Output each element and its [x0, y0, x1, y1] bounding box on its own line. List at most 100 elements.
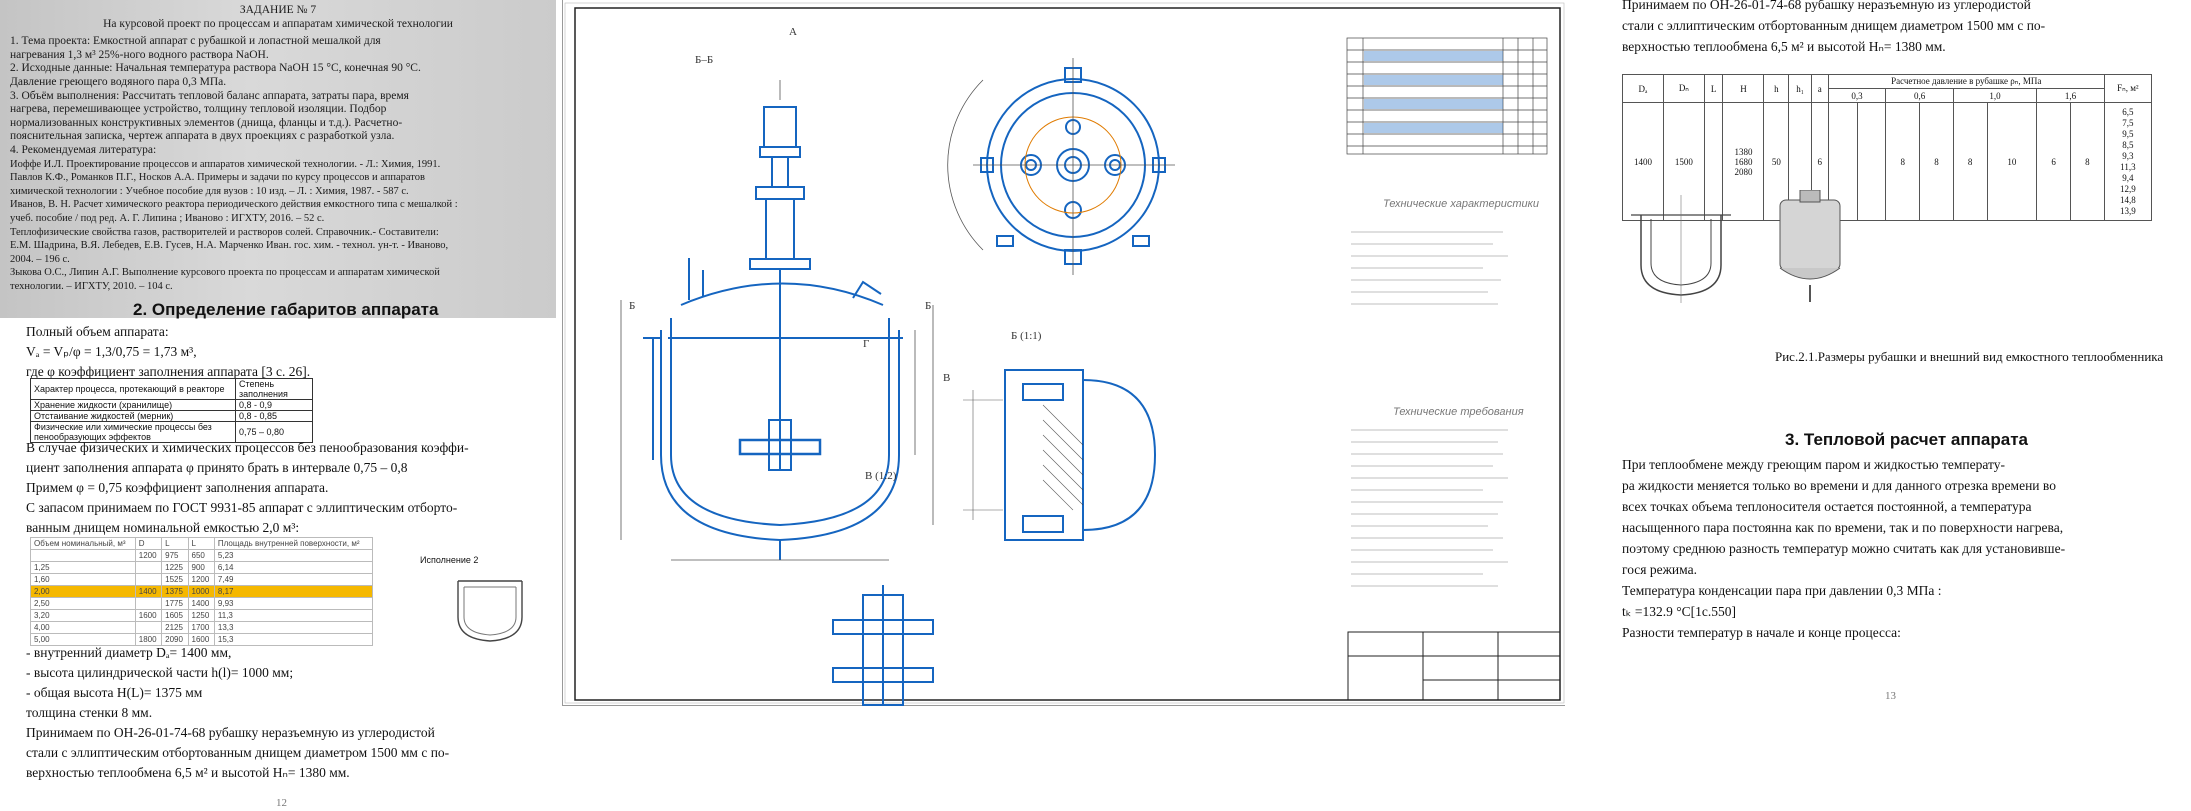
text-line: стали с эллиптическим отбортованным днищ…	[26, 745, 450, 760]
table-header-cell: Dₙ	[1662, 74, 1705, 103]
table-cell	[134, 597, 163, 610]
drawing-label-b-right: Б	[925, 300, 932, 312]
table-header-cell: 1,0	[1952, 88, 2038, 103]
task-line: Теплофизические свойства газов, раствори…	[10, 226, 439, 238]
task-line: Иоффе И.Л. Проектирование процессов и ап…	[10, 158, 441, 170]
execution-sketch: Исполнение 2	[420, 555, 560, 650]
f-value: 12,9	[2120, 183, 2136, 194]
vessel-drawing-svg	[564, 2, 1565, 706]
task-line: Давление греющего водяного пара 0,3 МПа.	[10, 75, 227, 88]
table-cell: 8	[1952, 102, 1988, 221]
table-header-cell: D	[134, 537, 163, 550]
table-cell: 7,49	[213, 573, 374, 586]
dimensions-text-block: - внутренний диаметр Dₐ= 1400 мм, - высо…	[26, 643, 449, 783]
drawing-label-a: А	[789, 26, 797, 38]
text-line: Vₐ = Vₚ/φ = 1,3/0,75 = 1,73 м³,	[26, 344, 197, 359]
drawing-label-b-left: Б	[629, 300, 636, 312]
table-header-cell: Fₙ, м²	[2103, 74, 2153, 103]
spec-table-fills	[1364, 51, 1503, 133]
table-cell: 6,14	[213, 561, 374, 574]
f-value: 9,4	[2122, 172, 2134, 183]
detail-b-hatch	[963, 390, 1084, 520]
table-cell: 1200	[134, 549, 163, 562]
text-line: насыщенного пара постоянна как по времен…	[1622, 520, 2064, 535]
task-line: химической технологии : Учебное пособие …	[10, 185, 409, 197]
detail-v-label: В (1:2)	[865, 470, 897, 482]
text-line: tₖ =132.9 °C[1с.550]	[1622, 604, 1736, 619]
table-cell: 6,5 7,5 9,5 8,5 9,3 11,3 9,4 12,9 14,8 1…	[2103, 102, 2153, 221]
section-label-bb: Б–Б	[695, 54, 714, 66]
table-cell: 1375	[161, 585, 189, 598]
table-cell: Хранение жидкости (хранилище)	[30, 399, 236, 411]
table-header-cell: Степень заполнения	[235, 378, 313, 400]
table-header-cell: L	[161, 537, 189, 550]
table-cell: 1250	[187, 609, 215, 622]
section-title-thermal: 3. Тепловой расчет аппарата	[1785, 430, 2028, 449]
task-line: 3. Объём выполнения: Рассчитать тепловой…	[10, 89, 409, 102]
table-cell-line: 2080	[1734, 166, 1753, 177]
task-line: 1. Тема проекта: Емкостной аппарат с руб…	[10, 35, 381, 48]
text-line: всех точках объема теплоносителя остаетс…	[1622, 499, 2032, 514]
table-row: 1400 1500 1380 1680 2080 50 6 8 8 8 10 6…	[1622, 102, 2153, 221]
vessel-photo-icon	[1779, 190, 1841, 302]
table-cell: 1605	[161, 609, 189, 622]
text-line: С запасом принимаем по ГОСТ 9931-85 аппа…	[26, 500, 458, 515]
text-line: Принимаем по ОН-26-01-74-68 рубашку нера…	[26, 725, 435, 740]
requirements-heading: Технические требования	[1393, 406, 1524, 418]
table-cell: 900	[187, 561, 215, 574]
text-line: Полный объем аппарата:	[26, 324, 169, 339]
table-cell: 2,00	[30, 585, 136, 598]
f-value: 13,9	[2120, 205, 2136, 216]
table-cell: 8	[2070, 102, 2105, 221]
table-row: Хранение жидкости (хранилище) 0,8 - 0,9	[30, 399, 313, 411]
drawing-label-g: Г	[863, 338, 870, 350]
spec-heading: Технические характеристики	[1383, 198, 1539, 210]
dimension-lines	[620, 80, 934, 561]
table-cell: 8	[1919, 102, 1954, 221]
table-cell: 1225	[161, 561, 189, 574]
table-cell: 1525	[161, 573, 189, 586]
table-cell: 1700	[187, 621, 215, 634]
text-line: При теплообмене между греющим паром и жи…	[1622, 457, 2005, 472]
task-line: Иванов, В. Н. Расчет химического реактор…	[10, 199, 458, 211]
table-cell: 1600	[134, 609, 163, 622]
table-cell: 4,00	[30, 621, 136, 634]
table-cell: 1400	[187, 597, 215, 610]
text-line: Разности температур в начале и конце про…	[1622, 625, 1901, 640]
table-cell: Физические или химические процессы без п…	[30, 421, 236, 443]
table-cell	[1856, 102, 1887, 221]
table-header-cell: a	[1810, 74, 1829, 103]
table-cell: 1380 1680 2080	[1722, 102, 1765, 221]
detail-b-view	[1004, 369, 1157, 541]
table-header-cell: 1,6	[2036, 88, 2105, 103]
table-cell: 1400	[134, 585, 163, 598]
table-cell	[134, 561, 163, 574]
table-cell: 1400	[1622, 102, 1664, 221]
volume-formula-block: Полный объем аппарата: Vₐ = Vₚ/φ = 1,3/0…	[26, 322, 310, 382]
table-cell: 5,00	[30, 633, 136, 646]
table-cell: 975	[161, 549, 189, 562]
table-header-cell: Объем номинальный, м³	[30, 537, 136, 550]
table-header-cell: H	[1722, 74, 1765, 103]
table-cell: 1000	[187, 585, 215, 598]
table-header-cell: L	[1703, 74, 1724, 103]
table-cell: 11,3	[213, 609, 374, 622]
text-line: гося режима.	[1622, 562, 1697, 577]
table-cell: 1600	[187, 633, 215, 646]
fill-factor-table: Характер процесса, протекающий в реактор…	[30, 378, 313, 443]
task-line: нагрева, перемешивающее устройство, толщ…	[10, 103, 387, 116]
fill-factor-text-block: В случае физических и химических процесс…	[26, 438, 469, 538]
table-cell: 1500	[1662, 102, 1705, 221]
task-line: учеб. пособие / под ред. А. Г. Липина ; …	[10, 212, 325, 224]
f-value: 9,5	[2122, 128, 2134, 139]
task-line: Павлов К.Ф., Романков П.Г., Носков А.А. …	[10, 172, 425, 184]
tech-text-lines	[1351, 231, 1508, 587]
table-cell: Отстаивание жидкостей (мерник)	[30, 410, 236, 422]
table-cell: 1200	[187, 573, 215, 586]
table-header-cell: L	[187, 537, 215, 550]
f-value: 6,5	[2122, 106, 2134, 117]
